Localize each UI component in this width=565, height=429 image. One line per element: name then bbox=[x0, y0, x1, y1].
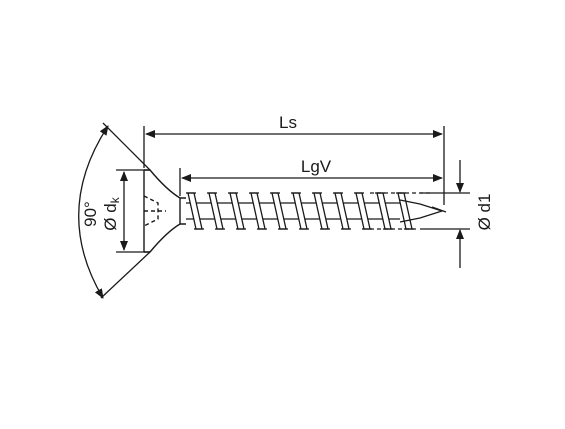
d1-label: Ø d1 bbox=[475, 194, 494, 231]
head-angle-extension-bottom bbox=[100, 251, 151, 299]
head-angle-arc bbox=[78, 125, 109, 299]
head-angle-extension-top bbox=[102, 122, 151, 171]
screw-thread bbox=[186, 192, 414, 230]
thread-flight bbox=[334, 192, 350, 230]
thread-flight bbox=[229, 192, 245, 230]
thread-flight bbox=[313, 192, 329, 230]
thread-flight bbox=[397, 192, 413, 230]
thread-flight bbox=[292, 192, 308, 230]
overall-length-dimension bbox=[143, 126, 445, 205]
head-angle-label: 90° bbox=[81, 201, 100, 227]
tip-point-end bbox=[431, 206, 447, 213]
shank-outline bbox=[180, 197, 186, 225]
thread-flight bbox=[208, 192, 224, 230]
thread-flight bbox=[355, 192, 371, 230]
thread-flight bbox=[271, 192, 287, 230]
ls-label: Ls bbox=[279, 113, 297, 132]
thread-flight bbox=[376, 192, 392, 230]
head-cone bbox=[144, 169, 181, 253]
screw-shank bbox=[180, 197, 186, 225]
head-diameter-subscript: k bbox=[108, 196, 122, 203]
lgv-label: LgV bbox=[301, 157, 332, 176]
head-diameter-symbol: Ø d bbox=[101, 203, 120, 230]
thread-diameter-dimension bbox=[420, 160, 470, 268]
head-diameter-label: Ø dk bbox=[101, 196, 122, 230]
screw-head bbox=[143, 169, 181, 253]
thread-length-dimension bbox=[179, 168, 443, 196]
screw-tip bbox=[370, 192, 447, 230]
thread-flight bbox=[187, 192, 203, 230]
head-angle-dimension bbox=[78, 122, 151, 299]
thread-flight bbox=[250, 192, 266, 230]
